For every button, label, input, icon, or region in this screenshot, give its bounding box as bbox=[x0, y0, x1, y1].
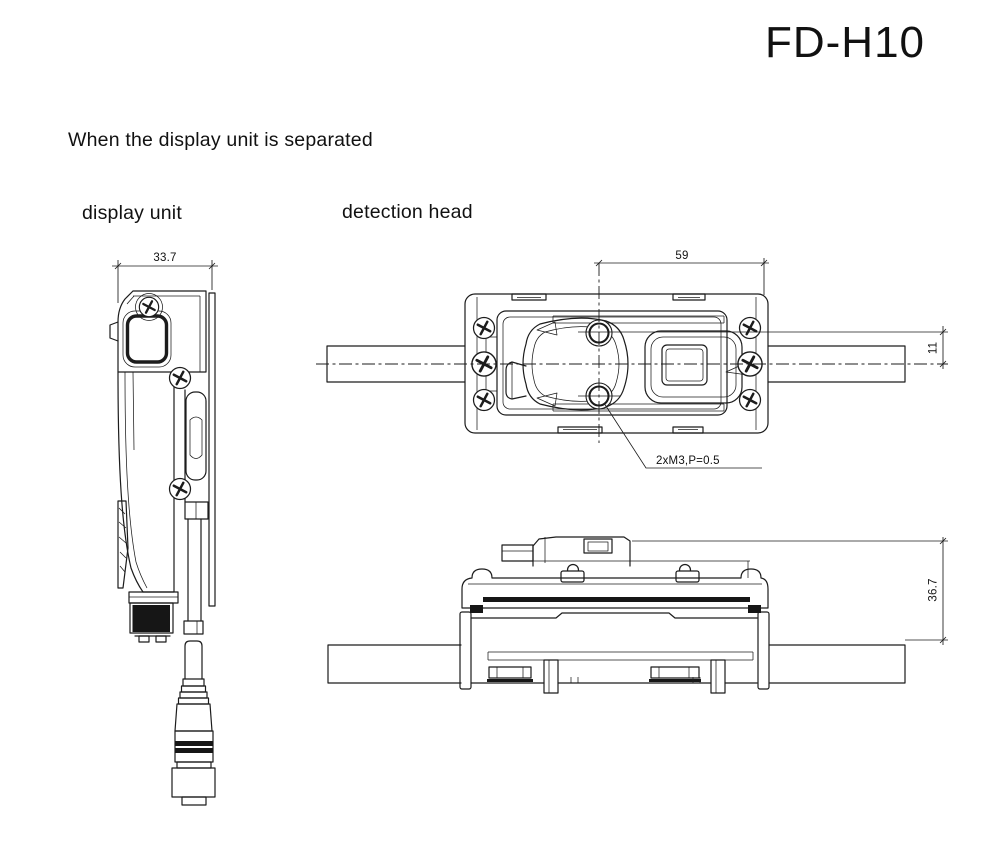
side-plate bbox=[117, 500, 129, 589]
head-length-dim: 59 bbox=[675, 250, 688, 262]
right-end-cap bbox=[757, 611, 770, 690]
clamp-horn bbox=[505, 361, 527, 400]
head-height-dim: 36.7 bbox=[928, 578, 940, 601]
left-pipe-front bbox=[327, 644, 462, 684]
lower-body bbox=[470, 612, 758, 694]
mount-rail bbox=[461, 568, 769, 613]
length-dimension: 59 bbox=[594, 250, 769, 295]
mounting-plate bbox=[208, 292, 216, 607]
page-title: FD-H10 bbox=[765, 18, 925, 67]
display-unit-width-dim: 33.7 bbox=[153, 252, 176, 264]
latch-assembly bbox=[501, 536, 750, 583]
detection-head-front-view: 36.7 bbox=[327, 536, 948, 694]
detection-head-top-view: 59 11 2xM3,P=0.5 bbox=[316, 250, 948, 469]
left-end-cap bbox=[459, 611, 472, 690]
right-pipe-front bbox=[768, 644, 906, 684]
detection-head-label: detection head bbox=[342, 201, 473, 223]
display-unit-label: display unit bbox=[82, 202, 182, 224]
display-unit-side-view: 33.7 bbox=[109, 252, 218, 806]
right-pipe bbox=[767, 345, 906, 383]
offset-dimension: 11 bbox=[928, 326, 947, 369]
cable-connector bbox=[171, 640, 216, 806]
head-body bbox=[464, 293, 769, 434]
height-dimension: 36.7 bbox=[632, 537, 948, 645]
thread-callout: 2xM3,P=0.5 bbox=[656, 455, 720, 467]
side-clip bbox=[109, 321, 119, 342]
thread-callout-group: 2xM3,P=0.5 bbox=[603, 402, 762, 469]
connector-socket bbox=[128, 591, 179, 643]
head-offset-dim: 11 bbox=[928, 342, 940, 354]
body-column bbox=[117, 366, 209, 635]
display-head bbox=[109, 290, 207, 373]
right-bracket bbox=[644, 330, 749, 404]
edge-tabs bbox=[511, 293, 706, 434]
note-text: When the display unit is separated bbox=[68, 129, 373, 151]
width-dimension: 33.7 bbox=[112, 252, 218, 303]
